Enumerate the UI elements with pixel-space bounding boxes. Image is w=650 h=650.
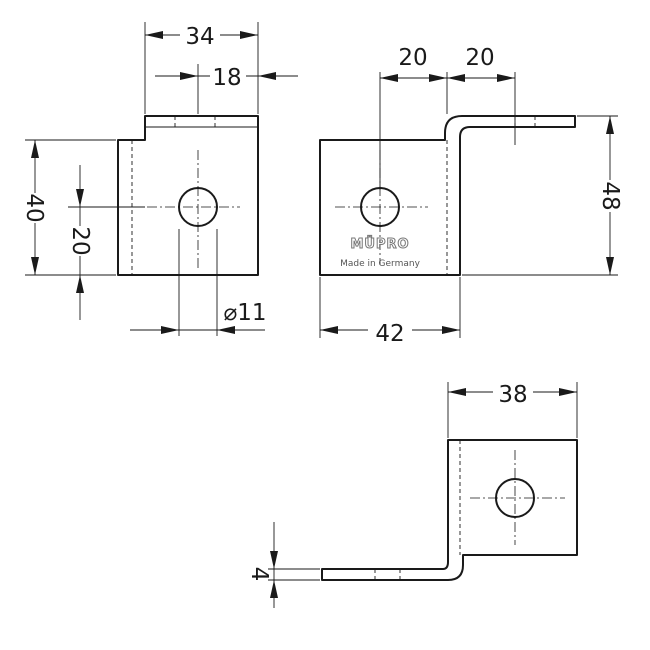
front-view: MÜPRO Made in Germany: [319, 115, 576, 276]
dim-top-left-width: 34: [144, 22, 259, 114]
dim-top-left-hole-offset: 18: [155, 63, 298, 114]
dim-text-18: 18: [212, 65, 241, 91]
dim-text-38: 38: [498, 382, 527, 408]
origin-marking: Made in Germany: [340, 259, 420, 269]
dim-left-height: 40: [20, 139, 116, 276]
dim-text-20-a: 20: [398, 45, 427, 71]
dim-left-hole-height: 20: [66, 165, 145, 320]
front-view-outline: [319, 115, 576, 276]
bottom-view-outline: [321, 439, 578, 581]
dim-text-34: 34: [185, 24, 214, 50]
dim-text-4: 4: [246, 567, 272, 582]
dim-text-48: 48: [597, 181, 623, 210]
dim-text-20-b: 20: [465, 45, 494, 71]
dim-text-diameter: ⌀11: [223, 300, 266, 326]
dim-hole-diameter: ⌀11: [130, 229, 268, 336]
brand-marking: MÜPRO: [350, 236, 409, 252]
side-view-outline: [117, 115, 259, 276]
dim-text-42: 42: [375, 321, 404, 347]
dim-right-height: 48: [462, 115, 626, 276]
bottom-view: [321, 439, 578, 581]
dim-top-right-spans: 20 20: [379, 45, 516, 190]
side-view: [117, 115, 259, 276]
dim-text-40: 40: [21, 193, 47, 222]
dim-bottom-width: 38: [447, 380, 578, 438]
dim-right-width: 42: [319, 277, 461, 347]
dim-text-20-left: 20: [67, 226, 93, 255]
dim-bottom-thickness: 4: [246, 522, 320, 608]
